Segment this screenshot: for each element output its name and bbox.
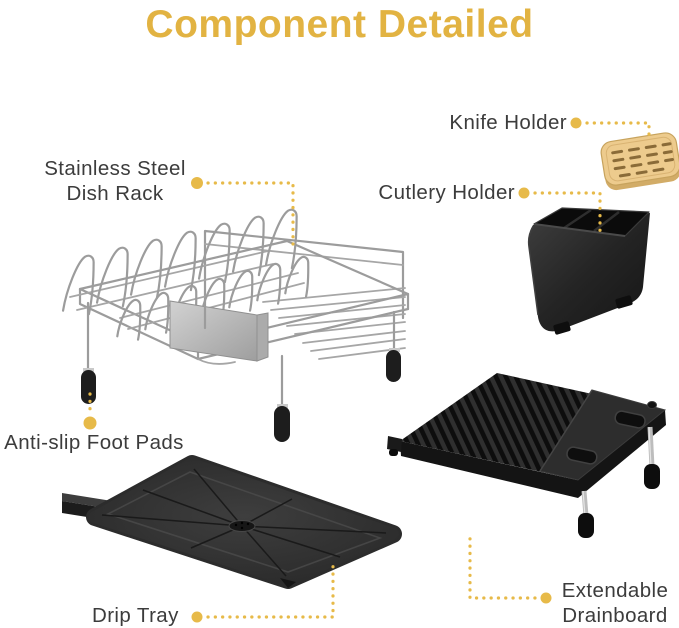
dish-rack-label-line1: Stainless Steel bbox=[44, 157, 186, 180]
cutlery-holder-callout-dot bbox=[518, 187, 530, 199]
knife-holder-callout-dot bbox=[570, 117, 582, 129]
foot-pad-front bbox=[274, 406, 290, 442]
callout-connectors bbox=[83, 117, 651, 623]
dish-rack-leader-line bbox=[206, 181, 295, 246]
dish-rack-label: Stainless Steel Dish Rack bbox=[30, 156, 200, 206]
foot-pads-label-text: Anti-slip Foot Pads bbox=[4, 431, 184, 454]
foot-pad-right bbox=[386, 350, 401, 382]
foot-pads-callout-dot bbox=[83, 416, 97, 430]
drainboard-callout-dot bbox=[540, 592, 552, 604]
page-title: Component Detailed bbox=[145, 3, 534, 46]
knife-holder-leader-line bbox=[585, 121, 651, 141]
drip-tray-image bbox=[62, 455, 402, 589]
drainboard-image bbox=[387, 373, 667, 538]
drainboard-label-line1: Extendable bbox=[561, 579, 669, 602]
drip-tray-callout-dot bbox=[191, 611, 203, 623]
cutlery-holder-image bbox=[527, 207, 650, 335]
drip-tray-leader-line bbox=[206, 561, 335, 619]
dish-rack-label-line2: Dish Rack bbox=[66, 182, 164, 205]
knife-holder-image bbox=[600, 132, 679, 191]
cutlery-holder-label: Cutlery Holder bbox=[378, 180, 515, 205]
knife-holder-label: Knife Holder bbox=[449, 110, 567, 135]
drainboard-leader-line bbox=[468, 536, 537, 600]
cutlery-holder-leader-line bbox=[533, 191, 602, 238]
drainboard-label-line2: Drainboard bbox=[562, 604, 668, 627]
foot-pads-label: Anti-slip Foot Pads bbox=[0, 430, 188, 455]
dish-rack-image bbox=[61, 205, 410, 442]
knife-holder-label-text: Knife Holder bbox=[449, 111, 567, 134]
drip-tray-label-text: Drip Tray bbox=[92, 604, 179, 627]
drainboard-label: Extendable Drainboard bbox=[557, 578, 673, 628]
foot-pad-left bbox=[81, 370, 96, 404]
drip-tray-label: Drip Tray bbox=[92, 603, 179, 628]
dish-rack-callout-dot bbox=[191, 177, 203, 189]
cutlery-holder-label-text: Cutlery Holder bbox=[378, 181, 515, 204]
